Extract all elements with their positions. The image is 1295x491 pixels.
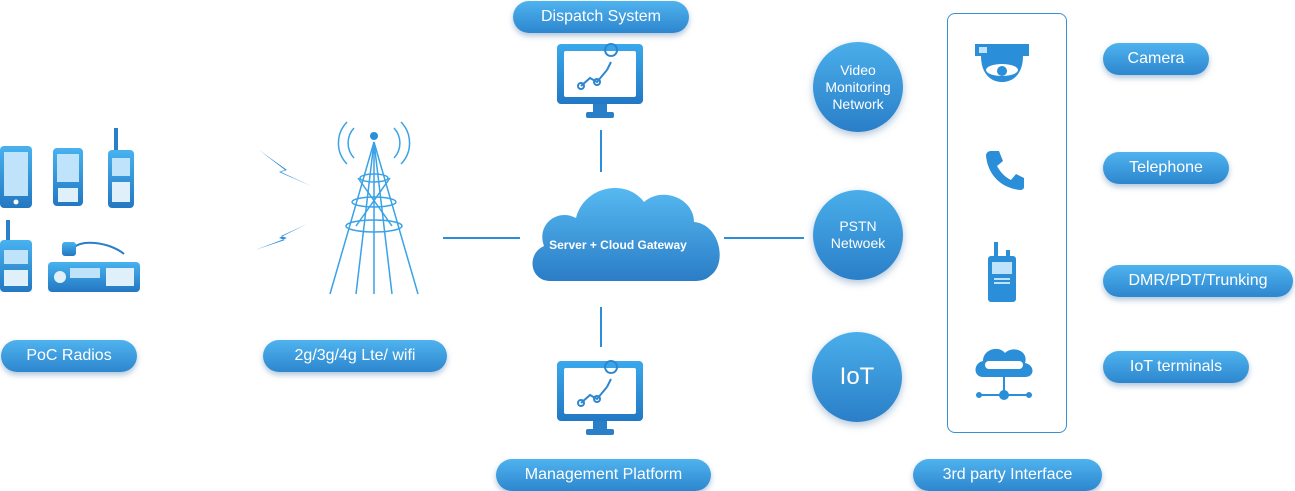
pstn-line-2: Netwoek [830,235,886,251]
third-party-interface-label: 3rd party Interface [913,459,1102,491]
video-monitoring-network-node: Video Monitoring Network [813,42,903,132]
video-line-3: Network [832,95,884,112]
iot-terminals-label: IoT terminals [1103,351,1249,383]
poc-radios-label: PoC Radios [1,340,137,372]
video-line-1: Video [840,61,876,78]
third-party-interface-box [947,13,1067,433]
dispatch-system-label: Dispatch System [513,1,689,33]
iot-node: IoT [812,332,902,422]
camera-icon [975,44,1029,82]
cloud-gateway-icon [532,188,720,281]
dispatch-monitor-icon [557,43,643,118]
cell-tower-icon [329,121,419,295]
network-label: 2g/3g/4g Lte/ wifi [263,340,447,372]
camera-label: Camera [1103,43,1209,75]
telephone-label: Telephone [1103,152,1229,184]
management-monitor-icon [557,360,643,435]
iot-cloud-icon [975,348,1033,400]
management-platform-label: Management Platform [496,459,711,491]
walkie-talkie-icon [988,242,1016,302]
cloud-gateway-label: Server + Cloud Gateway [549,238,687,252]
dmr-label: DMR/PDT/Trunking [1103,265,1293,297]
video-line-2: Monitoring [825,78,891,95]
poc-radios-icon [0,128,140,292]
iot-label: IoT [839,363,875,390]
lightning-icon [255,150,311,250]
pstn-line-1: PSTN [839,218,877,234]
pstn-network-node: PSTN Netwoek [813,190,903,280]
telephone-icon [986,151,1024,190]
